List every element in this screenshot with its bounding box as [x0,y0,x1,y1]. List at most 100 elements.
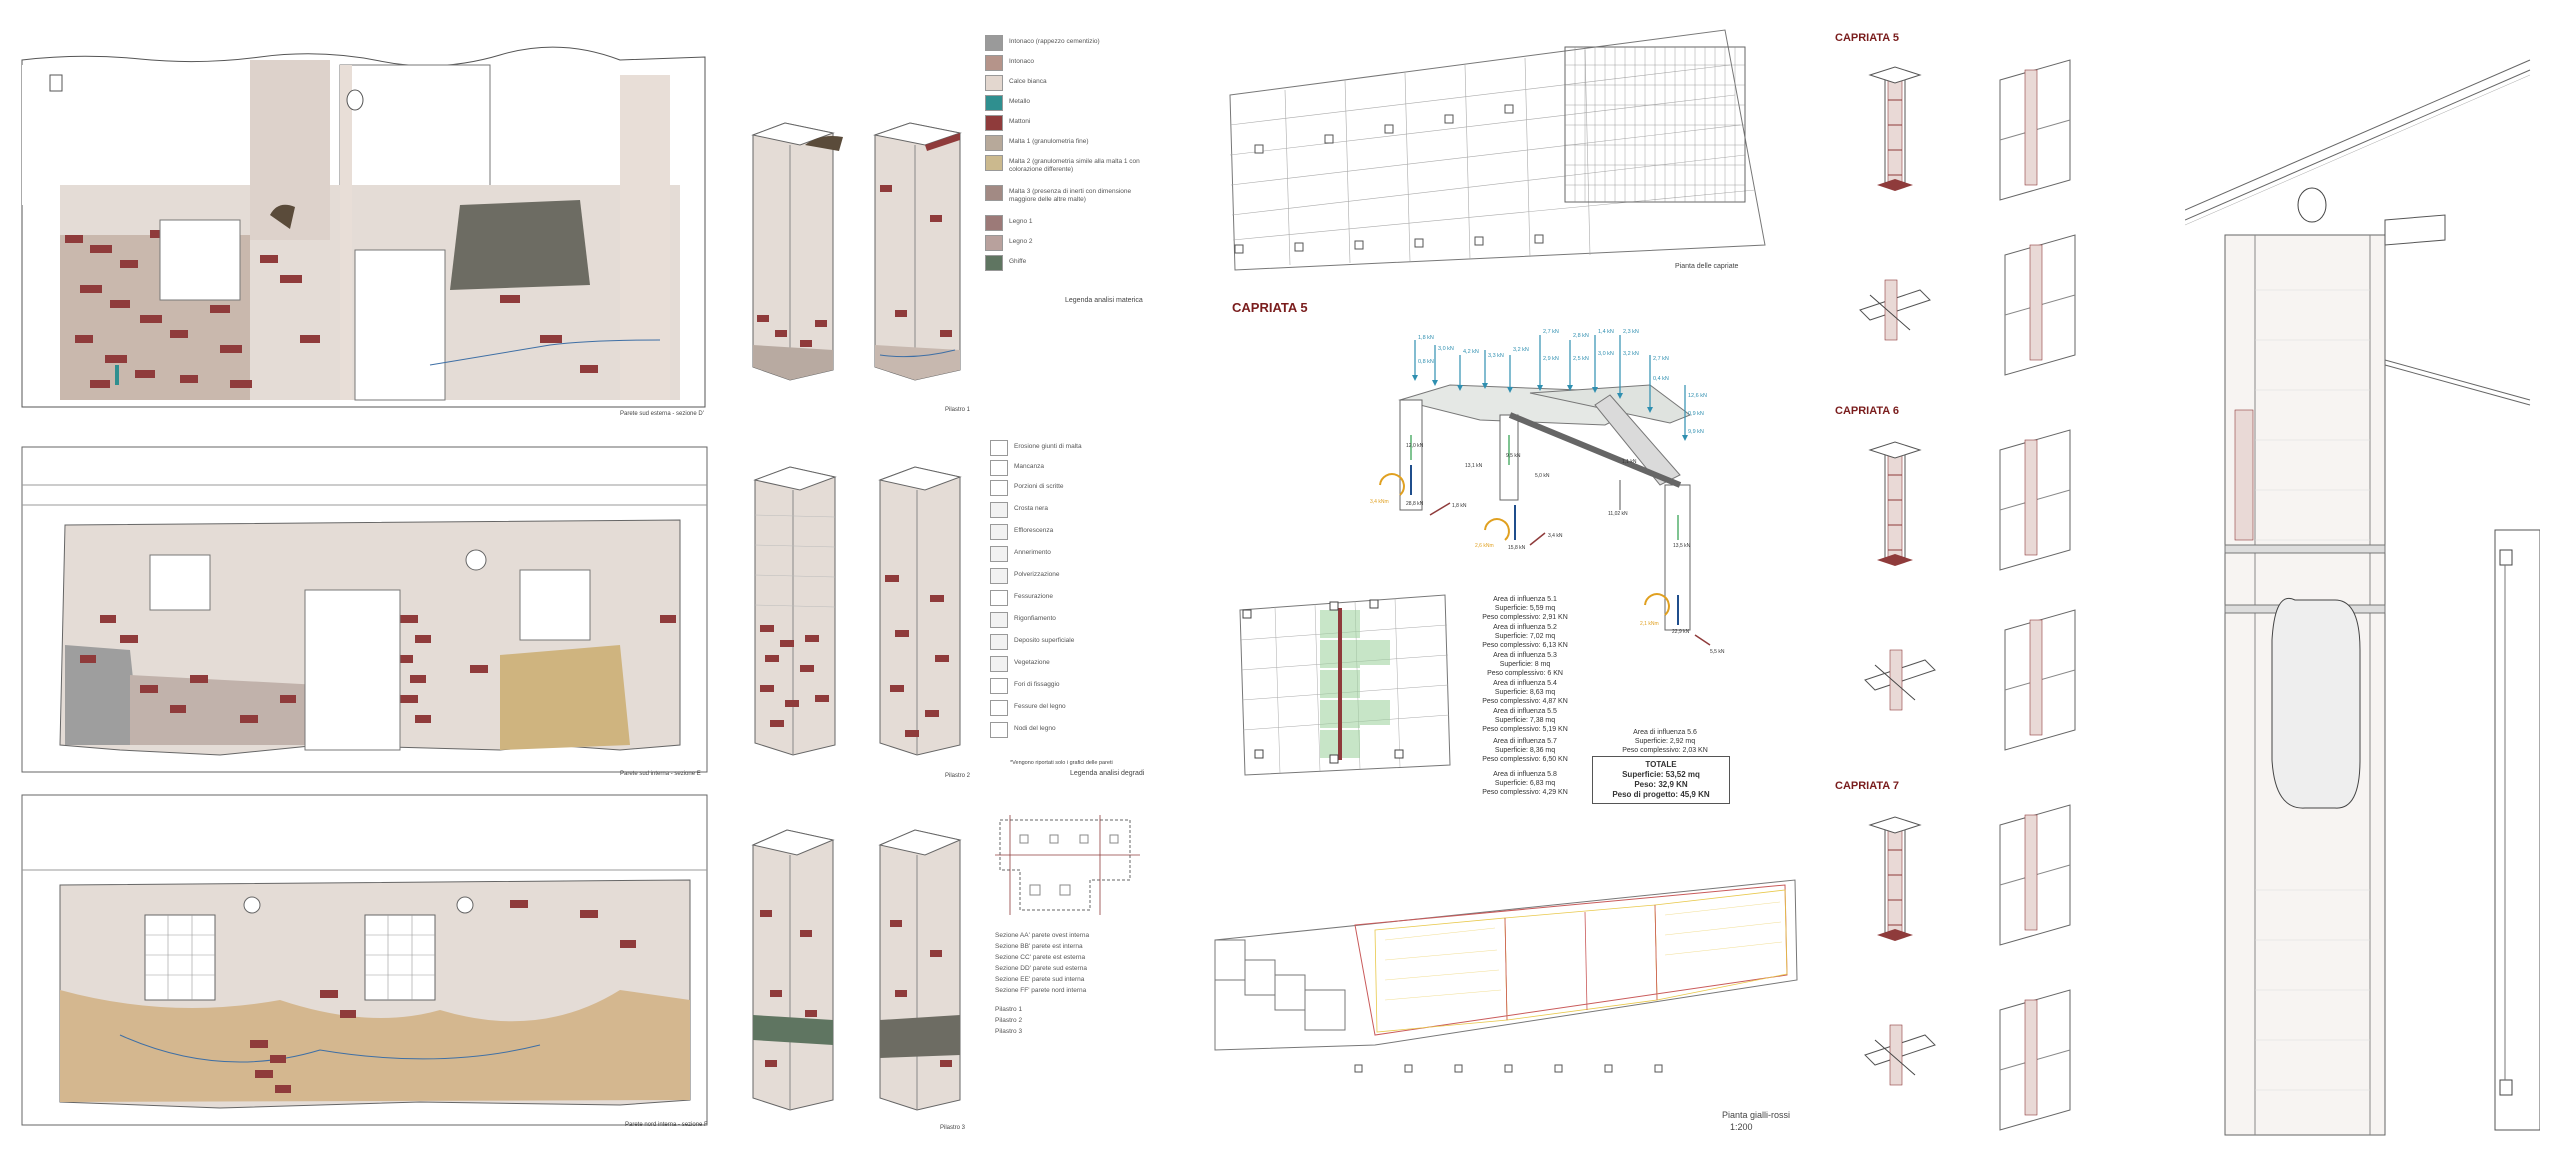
load-label: 2,5 kN [1573,356,1589,362]
legend-swatch [990,460,1008,476]
pillar-3-drawings: Pilastro 3 [745,820,975,1140]
totals-design-weight: Peso di progetto: 45,9 KN [1612,790,1710,799]
legend-swatch [985,235,1003,251]
capriata5-load-diagram: 1,8 kN 3,0 kN 4,2 kN 3,3 kN 3,2 kN 2,7 k… [1360,315,1760,660]
legend-label: Porzioni di scritte [1014,483,1064,490]
reaction-label: 22,9 kN [1672,629,1690,635]
load-label: 2,8 kN [1573,333,1589,339]
pillar-drawing [751,829,962,1111]
section-key-item: Sezione CC' parete est esterna [995,954,1086,961]
legend-label: Malta 2 (granulometria simile alla malta… [1009,158,1140,173]
elevation-drawing [21,794,708,1126]
totals-surface: Superficie: 53,52 mq [1622,770,1700,779]
legend-label: Nodi del legno [1014,725,1056,732]
reaction-label: 9,5 kN [1506,453,1521,459]
legend-swatch [990,678,1008,694]
load-diagram-drawing: 1,8 kN 3,0 kN 4,2 kN 3,3 kN 3,2 kN 2,7 k… [1370,329,1725,655]
load-label: 0,4 kN [1653,376,1669,382]
reaction-label: 3,4 kN [1548,533,1563,539]
reaction-label: 13,5 kN [1673,543,1691,549]
legend-label: Mancanza [1014,463,1044,470]
legend-label: Vegetazione [1014,659,1050,666]
legend-label: Efflorescenza [1014,527,1054,534]
load-label: 2,3 kN [1623,329,1639,335]
legend-label: Rigonfiamento [1014,615,1056,622]
section-key-plan [995,815,1140,915]
elevation-caption: Parete sud esterna - sezione D' [620,411,704,417]
legend-swatch [985,55,1003,71]
legend-label: Intonaco (rappezzo cementizio) [1009,38,1100,45]
material-legend-title: Legenda analisi materica [1065,297,1143,304]
legend-swatch [985,215,1003,231]
legend-swatch [990,480,1008,496]
joint-details [1850,50,2130,1140]
influence-totals-box: TOTALE Superficie: 53,52 mq Peso: 32,9 K… [1592,756,1730,804]
elevation-south-internal: Parete sud interna - sezione E [20,445,710,785]
section-key-item: Pilastro 2 [995,1017,1023,1024]
legend-swatch [990,722,1008,738]
legend-label: Malta 3 (presenza di inerti con dimensio… [1009,188,1132,203]
load-label: 0,8 kN [1418,359,1434,365]
pillar-drawing [753,466,962,756]
section-key-item: Sezione DD' parete sud esterna [995,965,1087,972]
material-legend: Intonaco (rappezzo cementizio) Intonaco … [985,35,1175,315]
legend-label: Fessurazione [1014,593,1054,600]
load-label: 3,2 kN [1623,351,1639,357]
load-label: 1,4 kN [1598,329,1614,335]
load-label: 4,2 kN [1463,349,1479,355]
pillar-drawing [751,122,962,381]
legend-label: Legno 1 [1009,218,1033,225]
roof-plan: Pianta delle capriate [1225,25,1775,280]
pillar-caption: Pilastro 3 [940,1125,966,1131]
legend-label: Ghiffe [1009,258,1027,265]
reaction-label: 1,8 kN [1452,503,1467,509]
joint-details-drawing [1859,59,2076,1131]
legend-swatch [985,115,1003,131]
moment-label: 3,4 kNm [1370,499,1389,505]
legend-label: Intonaco [1009,58,1034,65]
influence-area-plan [1235,590,1455,790]
capriata5-title: CAPRIATA 5 [1232,300,1308,315]
floor-plan-caption: Pianta gialli-rossi [1722,1110,1791,1120]
reaction-label: 13,1 kN [1465,463,1483,469]
elevation-caption: Parete sud interna - sezione E [620,771,701,777]
reaction-label: 5,0 kN [1535,473,1550,479]
moment-label: 2,6 kNm [1475,543,1494,549]
legend-label: Metallo [1009,98,1030,105]
moment-label: 2,1 kNm [1640,621,1659,627]
totals-weight: Peso: 32,9 KN [1634,780,1688,789]
load-label: 2,9 kN [1543,356,1559,362]
section-key-item: Sezione EE' parete sud interna [995,976,1085,983]
legend-label: Mattoni [1009,118,1031,125]
legend-label: Legno 2 [1009,238,1033,245]
load-label: 9,9 kN [1688,429,1704,435]
pillar-caption: Pilastro 2 [945,773,971,779]
elevation-caption: Parete nord interna - sezione F [625,1122,708,1128]
legend-swatch [990,656,1008,672]
legend-label: Crosta nera [1014,505,1048,512]
legend-swatch [985,185,1003,201]
reaction-label: 28,8 kN [1406,501,1424,507]
legend-swatch [990,634,1008,650]
legend-swatch [990,502,1008,518]
legend-swatch [985,95,1003,111]
legend-swatch [990,546,1008,562]
legend-swatch [985,35,1003,51]
legend-label: Deposito superficiale [1014,637,1075,644]
legend-swatch [990,524,1008,540]
reaction-label: 12,0 kN [1406,443,1424,449]
reaction-label: 11,02 kN [1608,511,1628,517]
long-section-drawing [2184,40,2541,1136]
legend-swatch [985,155,1003,171]
load-label: 3,3 kN [1488,353,1504,359]
section-key-item: Sezione AA' parete ovest interna [995,932,1090,939]
load-label: 12,6 kN [1688,393,1707,399]
degradation-footnote: *Vengono riportati solo i grafici delle … [1010,760,1113,766]
